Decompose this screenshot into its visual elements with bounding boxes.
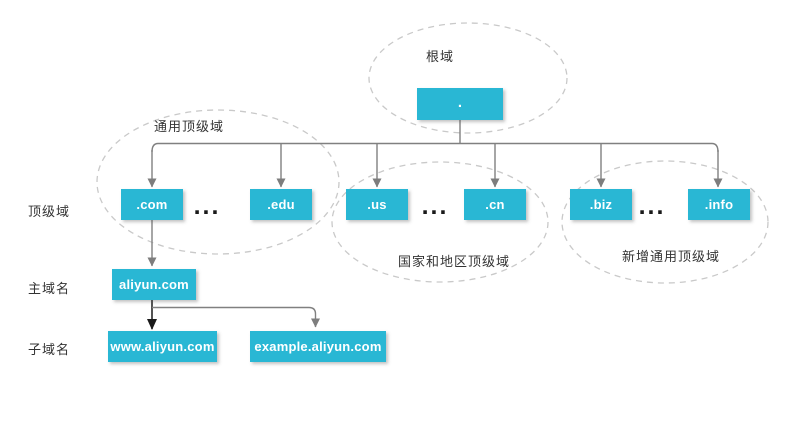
generic-tld-group-ellipse bbox=[96, 109, 340, 255]
node-us: .us bbox=[346, 189, 408, 220]
row-label-main-domain: 主域名 bbox=[28, 281, 71, 296]
node-root-label: . bbox=[457, 93, 463, 111]
node-www-aliyun: www.aliyun.com bbox=[108, 331, 217, 362]
generic-tld-group-label: 通用顶级域 bbox=[154, 119, 225, 134]
new-generic-tld-group-label: 新增通用顶级域 bbox=[622, 249, 721, 264]
root-group-label: 根域 bbox=[426, 49, 455, 64]
root-group-ellipse bbox=[368, 22, 568, 134]
connector-trunk bbox=[151, 142, 719, 153]
node-example-aliyun: example.aliyun.com bbox=[250, 331, 386, 362]
country-tld-group-label: 国家和地区顶级域 bbox=[398, 254, 511, 269]
node-aliyun: aliyun.com bbox=[112, 269, 196, 300]
node-cn: .cn bbox=[464, 189, 526, 220]
ellipsis-new-generic-tld: ... bbox=[638, 192, 666, 220]
row-label-tld: 顶级域 bbox=[28, 204, 71, 219]
connector-aliyun-to-example bbox=[152, 306, 320, 328]
ellipsis-country-tld: ... bbox=[421, 192, 449, 220]
node-com: .com bbox=[121, 189, 183, 220]
new-generic-tld-group-ellipse bbox=[561, 160, 769, 284]
ellipsis-generic-tld: ... bbox=[193, 192, 221, 220]
node-biz: .biz bbox=[570, 189, 632, 220]
node-info: .info bbox=[688, 189, 750, 220]
row-label-sub-domain: 子域名 bbox=[28, 342, 71, 357]
node-root: . bbox=[417, 88, 503, 120]
country-tld-group-ellipse bbox=[331, 161, 549, 283]
node-edu: .edu bbox=[250, 189, 312, 220]
